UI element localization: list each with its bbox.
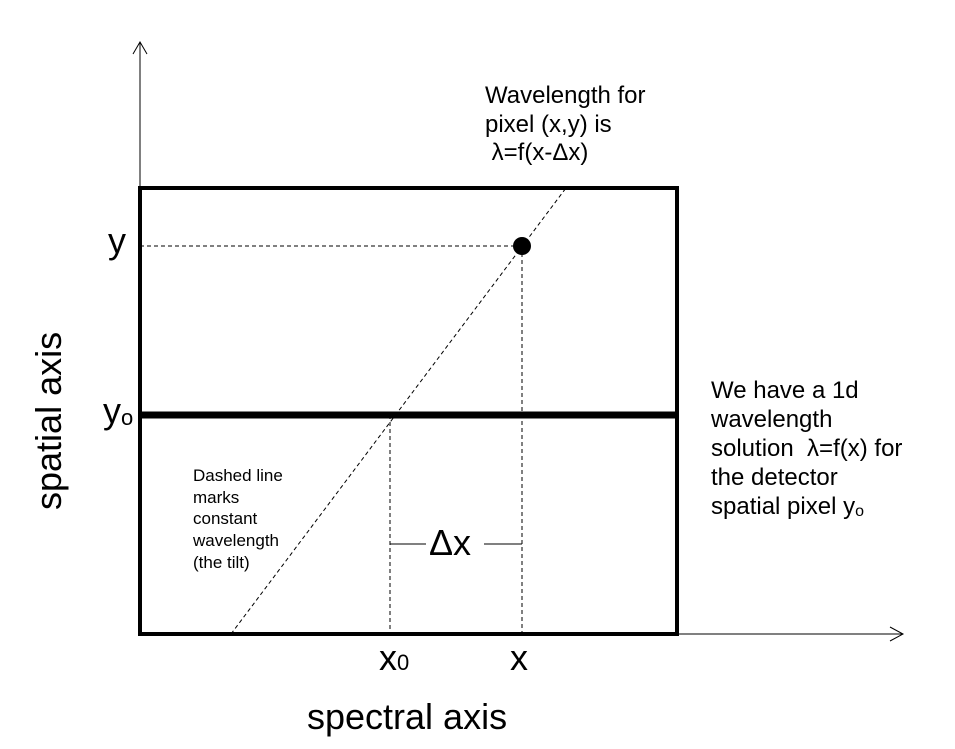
solution-note: We have a 1d wavelength solution λ=f(x) … [710,377,902,520]
solution-line-1: We have a 1d [711,377,859,404]
delta-x-label: Δx [429,522,471,563]
note-line-3: λ=f(x-Δx) [485,139,588,166]
x-axis-arrowhead [889,626,905,642]
pixel-wavelength-note: Wavelength for pixel (x,y) is λ=f(x-Δx) [485,82,646,166]
solution-line-3: solution λ=f(x) for [711,435,902,462]
dashed-guides [140,187,567,635]
y-axis-arrowhead [132,41,148,55]
solution-line-5: spatial pixel yo [711,493,864,520]
tilt-line [230,187,567,635]
x-axis-title: spectral axis [307,696,507,737]
solution-line-2: wavelength [710,406,832,433]
x-tick-label: x [510,637,528,678]
y-tick-label: y [108,220,126,261]
note-line-1: Wavelength for [485,82,646,109]
tilt-note: Dashed line marks constant wavelength (t… [192,466,283,572]
tilt-line-3: constant [193,509,258,528]
y-axis-title: spatial axis [28,332,69,510]
solution-line-4: the detector [711,464,838,491]
detector-frame [138,186,679,636]
tilt-line-2: marks [193,488,239,507]
tilt-line-1: Dashed line [193,466,283,485]
tilt-line-4: wavelength [192,531,279,550]
tilt-line-5: (the tilt) [193,553,250,572]
x0-tick-label: x0 [379,637,409,678]
y0-tick-label: yo [103,390,133,431]
pixel-point [513,237,531,255]
note-line-2: pixel (x,y) is [485,111,612,138]
